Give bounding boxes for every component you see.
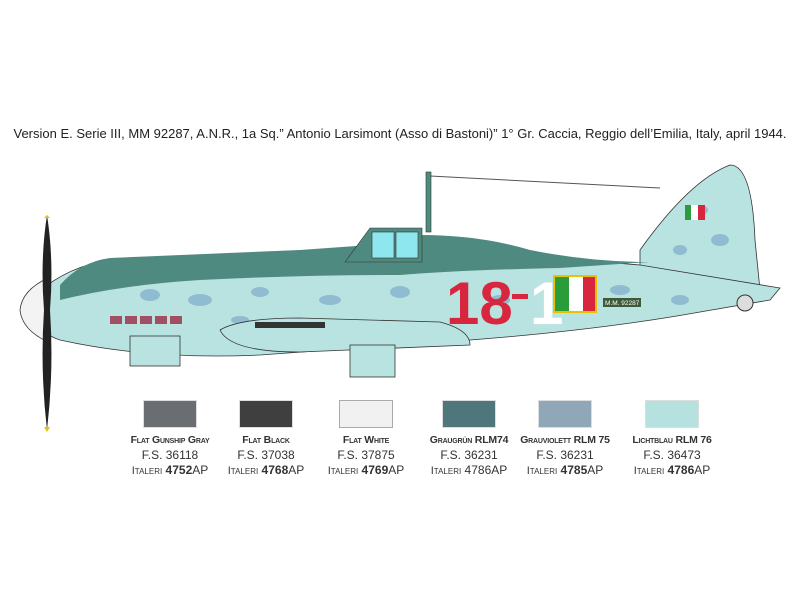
antenna-mast (425, 171, 432, 233)
wing-gun-panel (255, 322, 325, 328)
propeller (42, 215, 52, 430)
tail-fin (639, 164, 761, 296)
intake (129, 335, 181, 367)
color-chip (339, 400, 393, 428)
color-chip (442, 400, 496, 428)
swatch-flat-white: Flat White F.S. 37875 Italeri 4769AP (306, 400, 426, 477)
color-chip (143, 400, 197, 428)
italian-flag-fuselage (553, 275, 597, 313)
color-chip (239, 400, 293, 428)
serial-number: M.M. 92287 (605, 300, 640, 307)
canopy-window (395, 231, 419, 259)
fuselage-code-number: 18 (446, 270, 513, 337)
color-chip (645, 400, 699, 428)
spinner (19, 277, 49, 343)
profile-caption: Version E. Serie III, MM 92287, A.N.R., … (13, 126, 787, 141)
aircraft-profile-illustration: 18 1 M.M. 92287 (19, 164, 781, 432)
color-chip (538, 400, 592, 428)
swatch-flat-gunship-gray: Flat Gunship Gray F.S. 36118 Italeri 475… (110, 400, 230, 477)
italian-flag-fin (685, 205, 705, 220)
swatch-graugrun-rlm74: Graugrün RLM74 F.S. 36231 Italeri 4786AP (409, 400, 529, 477)
canopy-window (371, 231, 395, 259)
upper-camouflage (60, 235, 650, 300)
radiator (349, 344, 396, 378)
exhaust-stacks (110, 316, 182, 324)
swatch-lichtblau-rlm76: Lichtblau RLM 76 F.S. 36473 Italeri 4786… (612, 400, 732, 477)
antenna-wire (429, 175, 661, 189)
code-dash (512, 294, 528, 299)
tail-wheel (736, 294, 754, 312)
swatch-grauviolett-rlm75: Grauviolett RLM 75 F.S. 36231 Italeri 47… (505, 400, 625, 477)
swatch-flat-black: Flat Black F.S. 37038 Italeri 4768AP (206, 400, 326, 477)
